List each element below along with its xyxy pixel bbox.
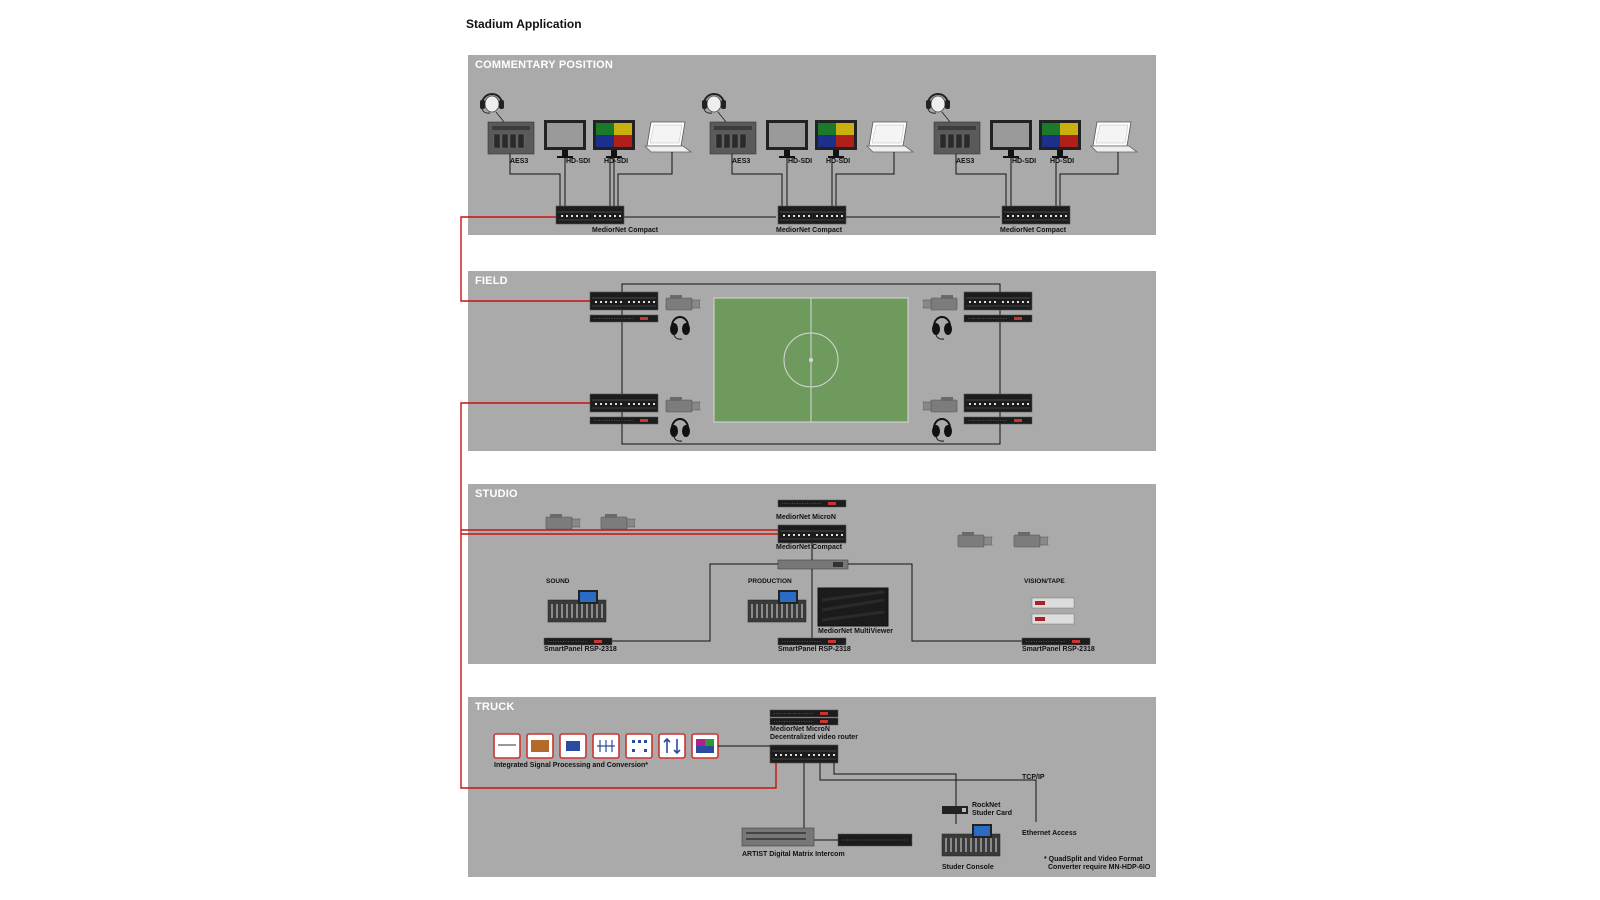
- label-studer-console: Studer Console: [942, 864, 994, 871]
- truck-micron: [769, 709, 839, 718]
- label-hdsdi-1a: HD-SDI: [566, 158, 591, 165]
- commentary-unit-2: [701, 93, 914, 158]
- rocknet-card: [942, 806, 968, 814]
- label-signal-processing: Integrated Signal Processing and Convers…: [494, 762, 649, 769]
- label-sound: SOUND: [546, 578, 570, 585]
- vision-tape-decks: [1031, 597, 1075, 625]
- label-studer-card: Studer Card: [972, 810, 1013, 817]
- label-intercom: ARTIST Digital Matrix Intercom: [742, 851, 845, 858]
- truck-micron-2: [769, 717, 839, 726]
- truck-compact: [769, 744, 839, 764]
- footnote-line-2: Converter require MN-HDP-6IO: [1048, 864, 1151, 871]
- field-wiring: [621, 283, 1001, 445]
- field-node-bottom-left: [589, 393, 704, 443]
- label-vision-tape: VISION/TAPE: [1024, 578, 1065, 585]
- label-smartpanel-1: SmartPanel RSP-2318: [544, 646, 617, 653]
- truck-section-label: TRUCK: [475, 701, 515, 713]
- label-production: PRODUCTION: [748, 578, 792, 585]
- commentary-wiring: [509, 152, 1119, 218]
- label-smartpanel-3: SmartPanel RSP-2318: [1022, 646, 1095, 653]
- truck-panel: TRUCK: [468, 697, 1156, 877]
- mediornet-compact-1: [555, 205, 625, 225]
- label-aes3-3: AES3: [956, 158, 975, 165]
- label-smartpanel-2: SmartPanel RSP-2318: [778, 646, 851, 653]
- label-tcpip: TCP/IP: [1022, 774, 1045, 781]
- commentary-unit-1: [479, 93, 692, 158]
- label-compact-3: MediorNet Compact: [1000, 227, 1067, 234]
- truck-wiring: [718, 745, 1037, 841]
- studio-micron: [777, 499, 847, 508]
- studio-compact: [777, 524, 847, 544]
- smartpanel-2: [777, 637, 847, 646]
- commentary-unit-3: [925, 93, 1138, 158]
- artist-intercom: [741, 827, 815, 847]
- studio-wiring: [612, 543, 1024, 642]
- field-node-bottom-right: [919, 393, 1033, 443]
- label-hdsdi-3a: HD-SDI: [1012, 158, 1037, 165]
- commentary-section-label: COMMENTARY POSITION: [475, 59, 614, 71]
- label-ethernet-access: Ethernet Access: [1022, 830, 1077, 837]
- label-hdsdi-2b: HD-SDI: [826, 158, 851, 165]
- mediornet-compact-2: [777, 205, 847, 225]
- label-truck-router: Decentralized video router: [770, 734, 858, 741]
- label-aes3-2: AES3: [732, 158, 751, 165]
- studio-section-label: STUDIO: [475, 488, 518, 500]
- smartpanel-1: [543, 637, 613, 646]
- label-hdsdi-3b: HD-SDI: [1050, 158, 1075, 165]
- label-studio-micron: MediorNet MicroN: [776, 514, 836, 521]
- field-section-label: FIELD: [475, 275, 508, 287]
- studio-router: [777, 559, 849, 570]
- multiviewer-screen: [817, 587, 889, 627]
- production-console: [747, 589, 807, 623]
- label-rocknet: RockNet: [972, 802, 1001, 809]
- studer-console: [941, 823, 1001, 857]
- label-aes3-1: AES3: [510, 158, 529, 165]
- mediornet-compact-3: [1001, 205, 1071, 225]
- label-compact-1: MediorNet Compact: [592, 227, 659, 234]
- footnote-line-1: * QuadSplit and Video Format: [1044, 856, 1143, 863]
- label-compact-2: MediorNet Compact: [776, 227, 843, 234]
- smartpanel-3: [1021, 637, 1091, 646]
- label-hdsdi-1b: HD-SDI: [604, 158, 629, 165]
- fiber-links: [460, 216, 778, 789]
- label-truck-micron: MediorNet MicroN: [770, 726, 830, 733]
- intercom-panel: [837, 833, 913, 847]
- field-node-top-right: [919, 291, 1033, 341]
- page-title: Stadium Application: [466, 17, 582, 31]
- label-multiviewer: MediorNet MultiViewer: [818, 628, 893, 635]
- label-hdsdi-2a: HD-SDI: [788, 158, 813, 165]
- sound-console: [547, 589, 607, 623]
- label-studio-compact: MediorNet Compact: [776, 544, 843, 551]
- signal-processing-cards: [493, 733, 719, 759]
- field-pitch: [713, 297, 909, 423]
- field-node-top-left: [589, 291, 704, 341]
